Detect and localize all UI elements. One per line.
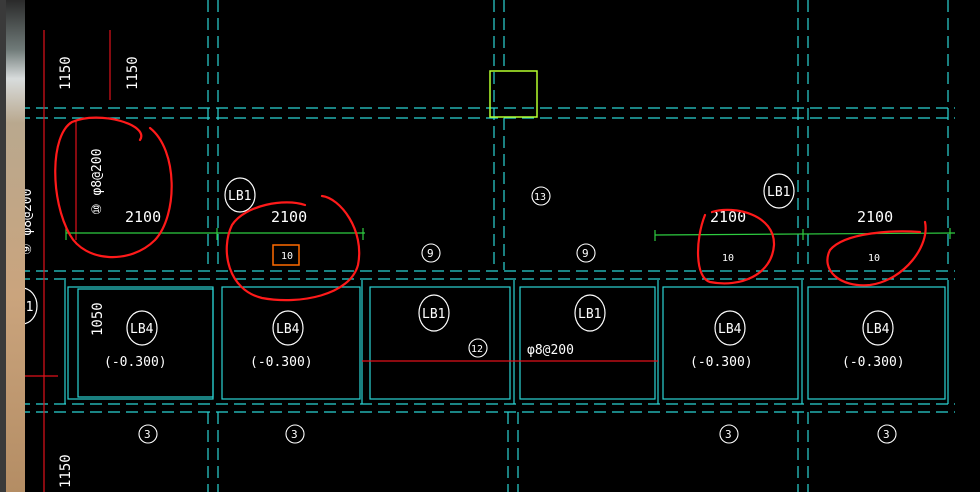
slab-panel-6 <box>807 286 946 400</box>
background-desktop-strip <box>0 0 25 492</box>
dim-line <box>654 232 956 236</box>
slab-panel-3 <box>369 286 511 400</box>
slab-tag: LB4 <box>866 322 890 337</box>
rebar-label: ⑩ φ8@200 <box>90 149 105 215</box>
slab-tag: LB4 <box>130 322 154 337</box>
column-box <box>489 70 538 118</box>
dimension-lines <box>65 228 956 241</box>
slab-panel-1-inner <box>77 288 214 398</box>
beam-tag: LB1 <box>578 307 601 322</box>
mark-circles <box>138 186 897 444</box>
mark-number: 9 <box>427 247 434 260</box>
slab-panel-4 <box>519 286 656 400</box>
grid-lines <box>0 0 955 492</box>
beam-tag: LB1 <box>228 189 251 204</box>
mark-number: 12 <box>471 344 483 355</box>
dim-text: 1050 <box>90 302 106 336</box>
dim-text: 2100 <box>857 208 893 226</box>
slab-panel-2 <box>221 286 361 400</box>
mark-number: 3 <box>725 428 732 441</box>
markup-circle <box>54 116 173 259</box>
markup-circle <box>826 220 927 287</box>
dim-text: 1150 <box>58 56 74 90</box>
dim-text: 2100 <box>710 208 746 226</box>
markup-circle <box>696 208 776 285</box>
mark-number: 3 <box>144 428 151 441</box>
slab-tag-circles <box>126 310 894 346</box>
mark-number: 10 <box>868 253 880 264</box>
slab-elevation: (-0.300) <box>250 355 313 370</box>
slab-elevation: (-0.300) <box>104 355 167 370</box>
beam-tag: LB1 <box>767 185 790 200</box>
dim-text: 1150 <box>58 454 74 488</box>
beam-tag: LB1 <box>422 307 445 322</box>
markup-annotations <box>54 116 927 302</box>
rebar-label: φ8@200 <box>527 343 574 358</box>
mark-number: 13 <box>534 192 546 203</box>
markup-circle <box>225 194 361 302</box>
slab-elevation: (-0.300) <box>690 355 753 370</box>
mark-number: 9 <box>582 247 589 260</box>
beam-tag-circles <box>6 173 795 332</box>
slab-elevation: (-0.300) <box>842 355 905 370</box>
mark-number: 3 <box>883 428 890 441</box>
selected-rebar-marker[interactable] <box>272 244 300 266</box>
red-lines <box>0 30 658 492</box>
mark-number: 3 <box>291 428 298 441</box>
dim-text: 2100 <box>125 208 161 226</box>
mark-number: 10 <box>281 251 293 262</box>
slab-panel-5 <box>662 286 799 400</box>
dim-text: 2100 <box>271 208 307 226</box>
mark-number: 10 <box>722 253 734 264</box>
slab-tag: LB4 <box>718 322 742 337</box>
slab-tag: LB4 <box>276 322 300 337</box>
dim-text: 1150 <box>125 56 141 90</box>
